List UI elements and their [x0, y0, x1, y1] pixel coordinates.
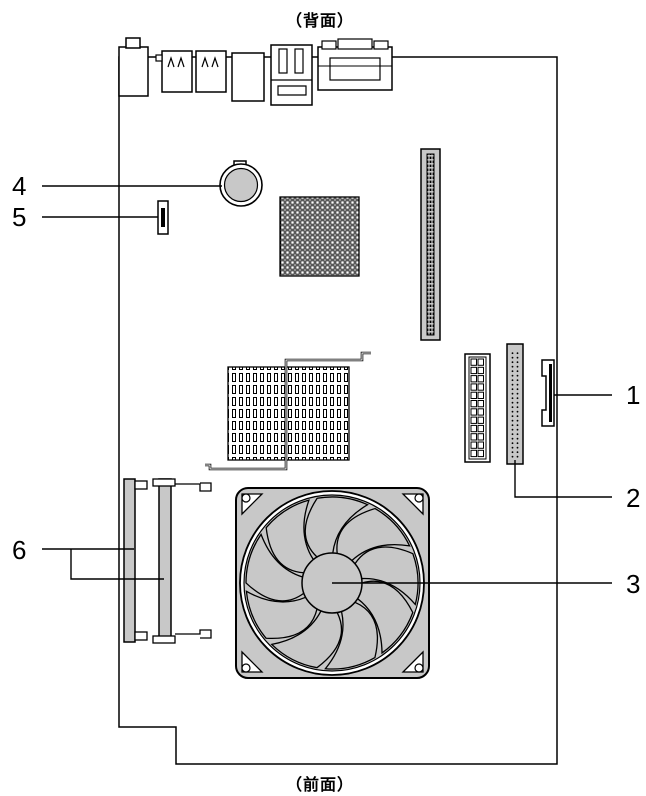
memory-slot — [123, 478, 148, 643]
power-pin — [470, 383, 477, 391]
callout-3: 3 — [626, 569, 641, 599]
power-pin — [477, 408, 484, 416]
fan-blade — [245, 590, 318, 640]
power-pin — [470, 366, 477, 375]
power-connector-24pin — [464, 353, 491, 463]
power-pin — [470, 449, 477, 458]
power-pin — [470, 433, 477, 441]
leader-lines — [42, 185, 612, 584]
leader-line-6 — [42, 548, 164, 580]
power-pin — [477, 391, 484, 400]
callout-5: 5 — [12, 202, 27, 232]
power-pin — [470, 424, 477, 433]
rear-io-vga-port — [317, 38, 393, 91]
power-pin — [470, 358, 477, 366]
power-pin — [477, 358, 484, 366]
chipset-bga — [279, 196, 360, 277]
power-pin — [477, 400, 484, 408]
fan-blade — [265, 499, 315, 574]
power-pin — [477, 424, 484, 433]
fan-blade — [304, 496, 369, 558]
power-pin — [477, 449, 484, 458]
fan-blade — [324, 601, 379, 670]
fan-blade — [270, 610, 343, 669]
rear-io-connector — [231, 52, 265, 102]
fan-blade — [354, 546, 419, 606]
rear-io-usb-port — [195, 50, 227, 93]
power-pin — [477, 366, 484, 375]
backup-battery — [219, 160, 263, 207]
power-pin — [470, 375, 477, 383]
drive-connector — [506, 343, 524, 465]
fan-blade — [245, 532, 305, 602]
power-pin — [470, 416, 477, 424]
power-pin — [470, 400, 477, 408]
edge-connector — [541, 359, 555, 427]
power-pin — [470, 391, 477, 400]
front-caption: （前面） — [286, 775, 355, 794]
power-pin — [477, 441, 484, 449]
fan-blade — [356, 580, 414, 655]
callout-2: 2 — [626, 483, 641, 513]
callout-1: 1 — [626, 380, 641, 410]
fan-blades — [245, 496, 419, 670]
fan-blade — [336, 507, 411, 562]
memory-slot — [152, 478, 212, 644]
power-pin — [477, 383, 484, 391]
cpu-cooling-fan — [235, 487, 430, 679]
rear-io-lan-usb-stack — [270, 44, 313, 106]
expansion-slot — [420, 148, 441, 341]
small-jumper-header — [157, 200, 169, 235]
processor-heatsink-area — [205, 351, 371, 471]
power-connector-pins — [470, 358, 484, 458]
power-pin — [470, 408, 477, 416]
power-pin — [477, 416, 484, 424]
rear-caption: （背面） — [286, 11, 355, 30]
power-pin — [477, 375, 484, 383]
rear-io-usb-port — [155, 50, 193, 93]
leader-line-2 — [514, 460, 612, 498]
power-pin — [477, 433, 484, 441]
rear-io-audio-jack — [118, 37, 149, 97]
callout-4: 4 — [12, 171, 27, 201]
callout-6: 6 — [12, 535, 27, 565]
power-pin — [470, 441, 477, 449]
